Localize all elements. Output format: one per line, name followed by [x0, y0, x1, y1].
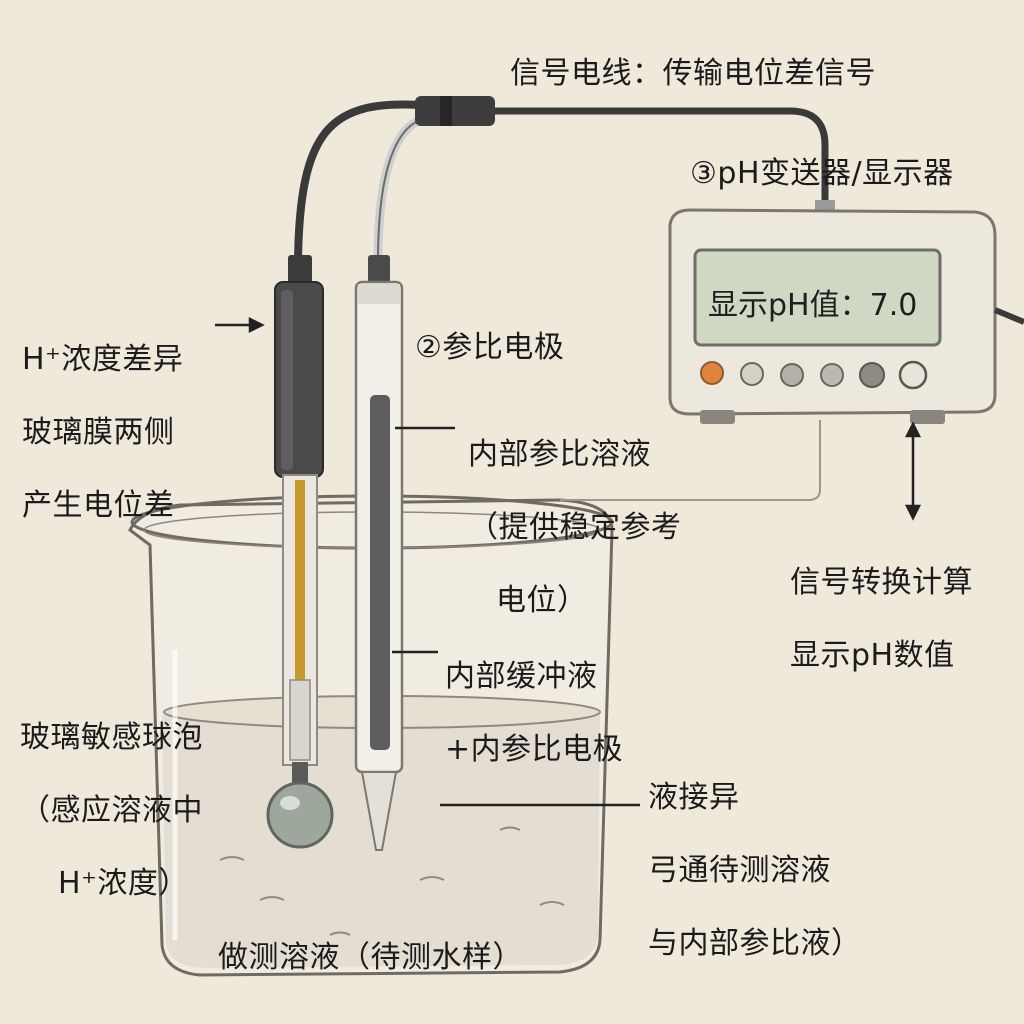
signal-conversion-label: 信号转换计算 显示pH数值 — [790, 564, 973, 673]
liquid-junction-label: 液接异 弓通待测溶液 与内部参比液） — [648, 779, 862, 961]
reference-electrode-label: ②参比电极 — [415, 330, 565, 365]
test-solution-label: 做测溶液（待测水样） — [218, 940, 523, 975]
glass-bulb-label: 玻璃敏感球泡 （感应溶液中 H⁺浓度） — [20, 719, 203, 901]
signal-cable — [294, 96, 829, 263]
internal-buffer-label: 内部缓冲液 +内参比电极 — [445, 658, 624, 767]
ph-transmitter — [560, 200, 1024, 501]
glass-electrode — [266, 255, 334, 849]
transmitter-title: ③pH变送器/显示器 — [690, 156, 954, 191]
potential-difference-label: H⁺浓度差异 玻璃膜两侧 产生电位差 — [22, 341, 184, 523]
cable-label: 信号电线：传输电位差信号 — [510, 56, 876, 91]
reference-electrode-drawing — [354, 255, 404, 851]
internal-reference-solution-label: 内部参比溶液 （提供稳定参考 电位） — [468, 436, 682, 618]
annotation-lines — [215, 316, 922, 807]
display-reading: 显示pH值：7.0 — [708, 288, 918, 323]
